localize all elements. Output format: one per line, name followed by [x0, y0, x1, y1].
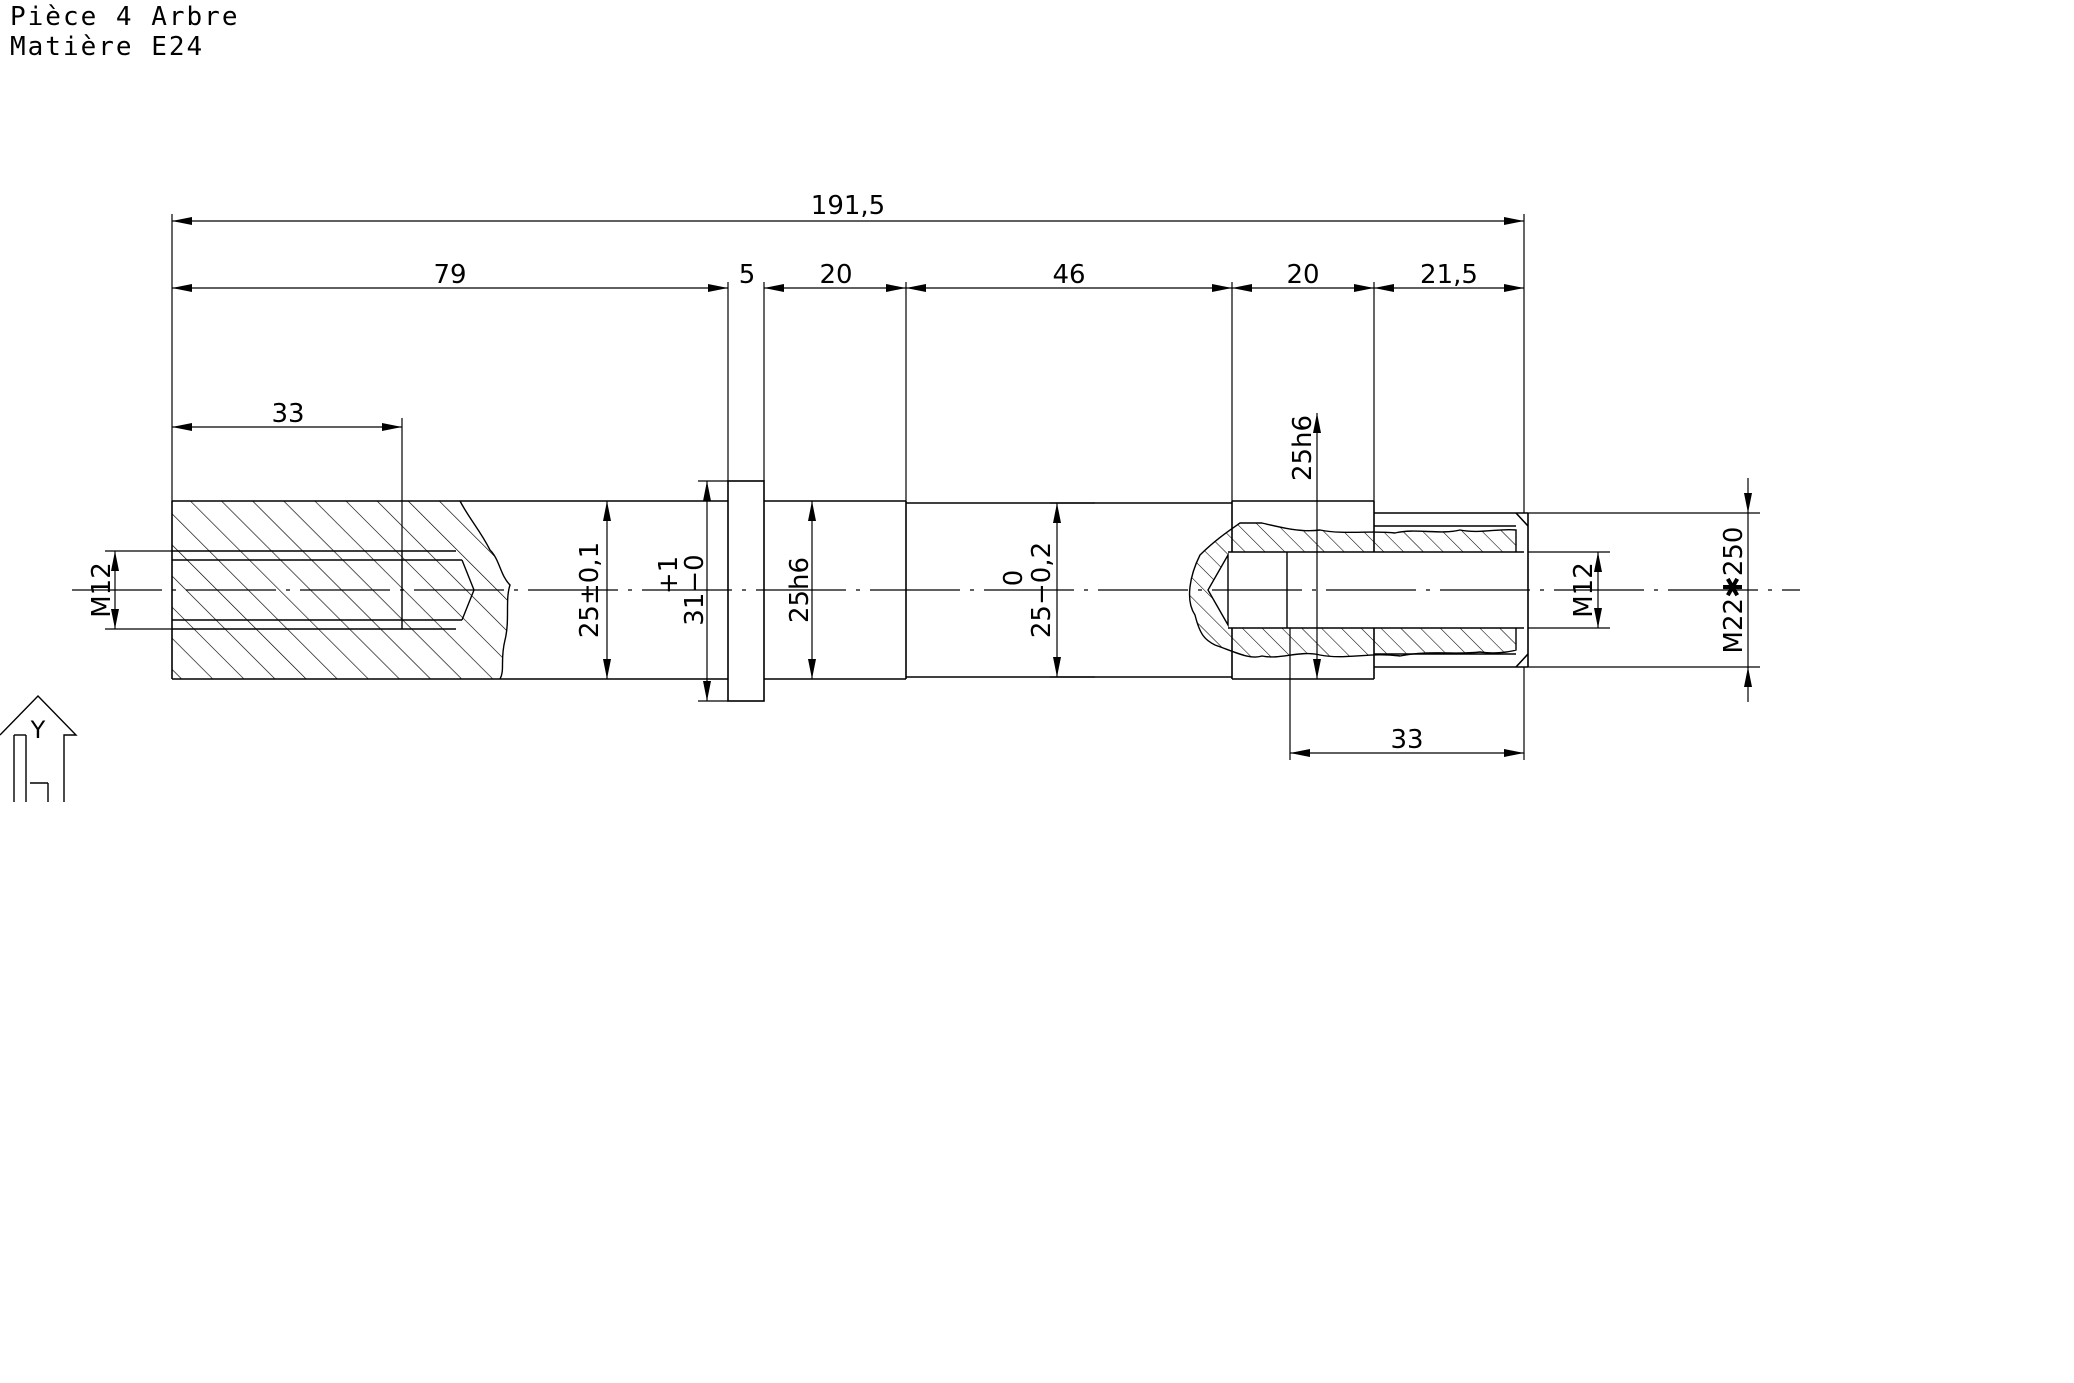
- dim-mid-dia: 25−0,2: [1027, 542, 1057, 638]
- dim-left-thread-depth: 33: [271, 399, 304, 429]
- title-part: Pièce 4 Arbre: [10, 2, 240, 32]
- dim-overall-length: 191,5: [811, 191, 885, 221]
- ucs-y-label: Y: [30, 716, 46, 744]
- dim-right-thread-depth: 33: [1390, 725, 1423, 755]
- dim-left-m12: M12: [87, 562, 117, 618]
- dim-21-5: 21,5: [1420, 260, 1478, 290]
- diameter-dimensions: [105, 413, 1760, 702]
- dim-collar-dia: 31−0: [680, 554, 710, 625]
- dim-25h6-a: 25h6: [785, 557, 815, 623]
- dim-46: 46: [1052, 260, 1085, 290]
- dimension-labels: 191,5 79 5 20 46 20 21,5 33 33 M12 25±0,…: [87, 191, 1749, 755]
- dim-outer-thread: M22✱250: [1719, 527, 1749, 654]
- dim-5: 5: [739, 260, 756, 290]
- dim-20-a: 20: [819, 260, 852, 290]
- dim-20-b: 20: [1286, 260, 1319, 290]
- dimension-lines: [171, 214, 1525, 760]
- dim-right-m12: M12: [1569, 562, 1599, 618]
- dim-collar-tol: +1: [654, 556, 684, 594]
- dim-mid-tol: 0: [999, 570, 1029, 587]
- dim-25h6-b: 25h6: [1288, 415, 1318, 481]
- left-tapped-hole: [172, 550, 475, 630]
- dim-25-pm: 25±0,1: [575, 542, 605, 638]
- ucs-icon: [0, 694, 78, 802]
- title-material: Matière E24: [10, 32, 205, 62]
- dim-79: 79: [433, 260, 466, 290]
